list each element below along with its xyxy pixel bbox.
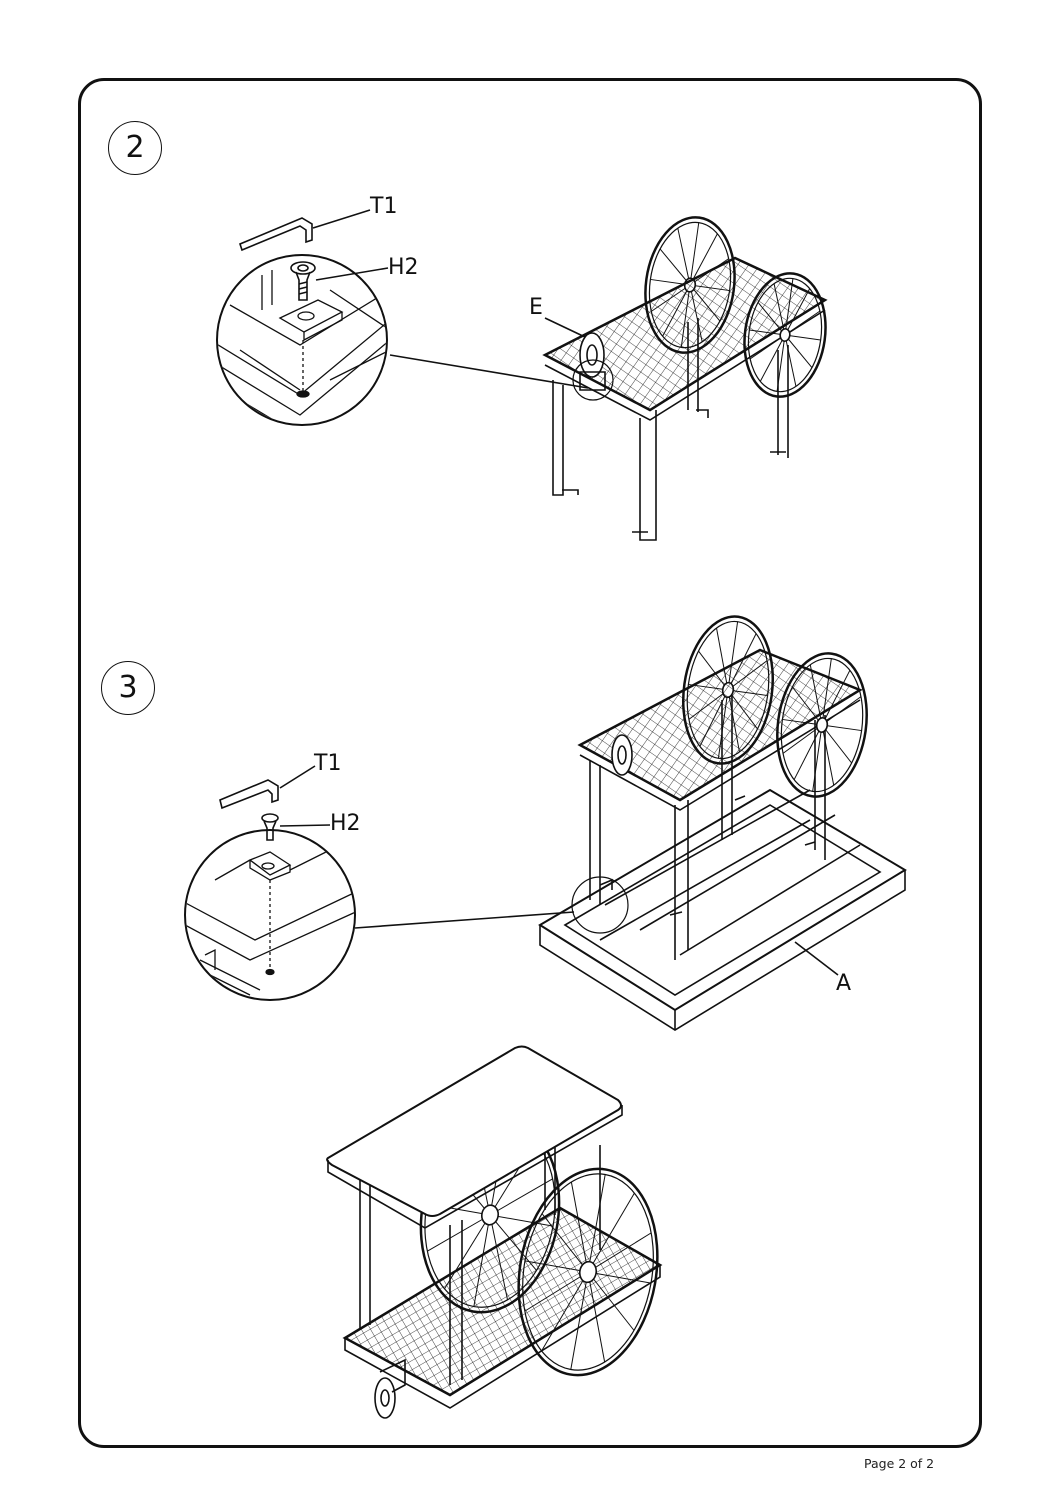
- step3-detail-circle: [184, 829, 356, 1001]
- step2-e-leader: [544, 317, 586, 338]
- step-2-badge: 2: [108, 121, 162, 175]
- step3-label-t1: T1: [314, 751, 342, 776]
- step2-tool-allen-key: [239, 217, 313, 252]
- step2-screw-h2: [290, 261, 316, 301]
- page-border: [78, 78, 982, 1448]
- step3-a-leader: [794, 941, 839, 976]
- step3-label-a: A: [836, 971, 852, 996]
- step2-h2-leader: [315, 267, 389, 281]
- step3-tool-allen-key: [219, 779, 279, 810]
- step3-label-h2: H2: [330, 811, 361, 836]
- wheel-icon: [517, 1167, 659, 1377]
- step3-detail-leader: [354, 911, 575, 929]
- step2-detail-circle: [216, 254, 388, 426]
- step2-detail-leader: [389, 354, 589, 389]
- step2-cart: [542, 216, 828, 541]
- final-assembled-cart: [326, 1045, 663, 1419]
- step2-label-h2: H2: [388, 255, 419, 280]
- step-3-badge: 3: [101, 661, 155, 715]
- step2-label-e: E: [529, 295, 543, 320]
- step3-t1-leader: [279, 765, 316, 789]
- wheel-icon: [743, 272, 827, 398]
- step2-label-t1: T1: [370, 194, 398, 219]
- step3-h2-leader: [279, 824, 331, 827]
- step3-screw-h2: [261, 813, 279, 841]
- wheel-icon: [776, 652, 868, 798]
- step3-cart: [538, 615, 907, 1031]
- page-number: Page 2 of 2: [864, 1456, 935, 1471]
- step2-t1-leader: [312, 209, 371, 229]
